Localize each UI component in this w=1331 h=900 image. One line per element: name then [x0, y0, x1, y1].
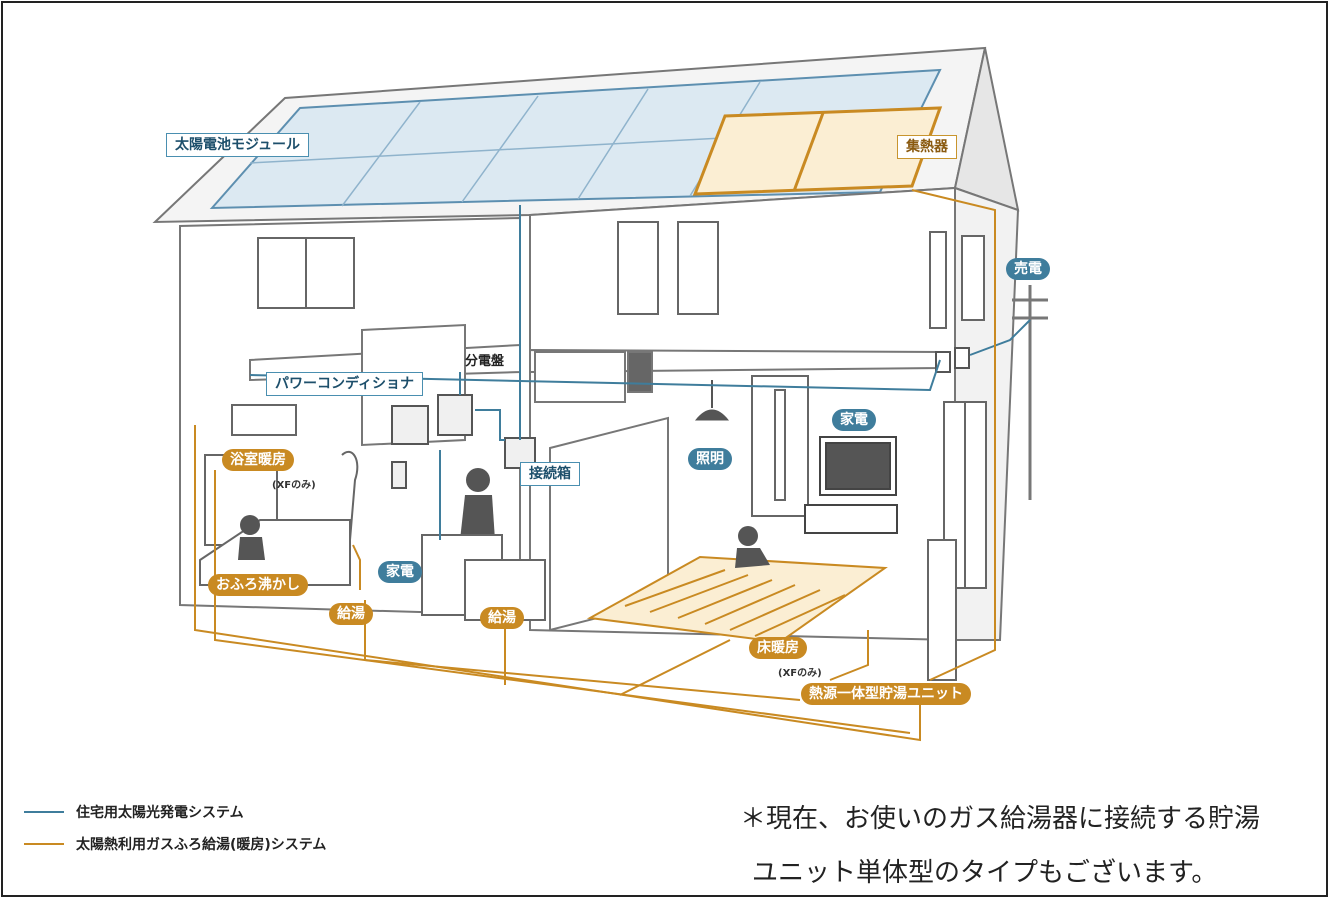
legend-text: 太陽熱利用ガスふろ給湯(暖房)システム	[76, 837, 327, 853]
kitchen-counter	[421, 534, 546, 621]
meters	[935, 347, 970, 373]
label-bath-reheating: おふろ沸かし	[208, 574, 308, 596]
living-room-person	[735, 526, 770, 568]
note-bath-heating: (XFのみ)	[272, 480, 316, 491]
footnote-line-2: ユニット単体型のタイプもございます。	[752, 858, 1218, 888]
kitchen-person	[460, 468, 495, 540]
legend-item-solar-power: 住宅用太陽光発電システム	[24, 802, 244, 822]
outdoor-storage-unit	[927, 539, 957, 681]
legend-item-solar-thermal: 太陽熱利用ガスふろ給湯(暖房)システム	[24, 834, 326, 854]
label-selling-power: 売電	[1006, 258, 1050, 280]
label-bath-heating: 浴室暖房	[222, 449, 294, 471]
label-appliances-left: 家電	[378, 561, 422, 583]
legend-text: 住宅用太陽光発電システム	[76, 805, 244, 821]
label-floor-heating: 床暖房	[749, 637, 807, 659]
label-hot-water-1: 給湯	[329, 603, 373, 625]
note-floor-heating: (XFのみ)	[778, 668, 822, 679]
label-hot-water-2: 給湯	[480, 607, 524, 629]
label-appliances-right: 家電	[832, 409, 876, 431]
bath-person	[238, 515, 265, 560]
right-side-windows	[943, 401, 987, 589]
label-collector: 集熱器	[897, 135, 957, 159]
television	[804, 436, 898, 534]
label-solar-module: 太陽電池モジュール	[166, 133, 310, 157]
utility-pole	[1012, 285, 1048, 500]
living-room-door	[751, 375, 809, 517]
label-distribution-board: 分電盤	[465, 354, 505, 369]
footnote-line-1: ＊現在、お使いのガス給湯器に接続する貯湯	[740, 804, 1261, 834]
solar-collector	[692, 106, 943, 196]
label-power-conditioner: パワーコンディショナ	[266, 372, 424, 396]
blue-line-icon	[24, 811, 64, 813]
floor-heating-mat	[586, 555, 888, 644]
label-lighting: 照明	[688, 448, 732, 470]
label-storage-unit: 熱源一体型貯湯ユニット	[801, 683, 971, 705]
solar-power-wiring	[249, 205, 1031, 540]
orange-line-icon	[24, 843, 64, 845]
label-connection-box: 接続箱	[520, 462, 580, 486]
upper-windows	[257, 221, 985, 329]
